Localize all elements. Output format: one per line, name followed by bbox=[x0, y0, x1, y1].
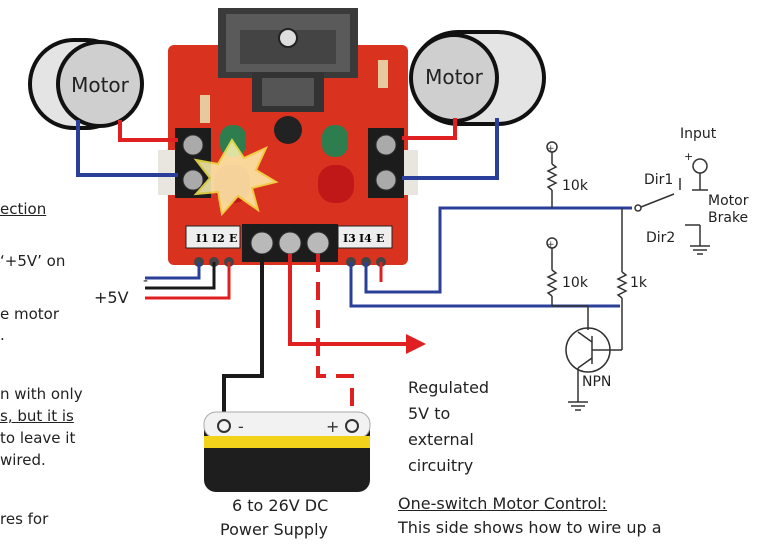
heatsink bbox=[218, 8, 358, 112]
motor-brake-label-2: Brake bbox=[708, 210, 749, 226]
left-notes-line-7: wired. bbox=[0, 451, 46, 469]
green-led-right bbox=[322, 125, 348, 157]
left-notes-line-6: to leave it bbox=[0, 429, 76, 447]
dir1-label: Dir1 bbox=[644, 172, 674, 188]
left-notes-line-1: ‘+5V’ on bbox=[0, 252, 66, 270]
left-motor-terminal bbox=[175, 128, 211, 198]
header-i1: I1 bbox=[196, 232, 209, 245]
regulated-line-2: 5V to bbox=[408, 404, 451, 423]
resistor-10k-mid-label: 10k bbox=[562, 275, 588, 291]
minus-sign-label: - bbox=[143, 273, 149, 289]
dir2-label: Dir2 bbox=[646, 230, 676, 246]
power-wires bbox=[222, 254, 408, 416]
resistor-10k-top-label: 10k bbox=[562, 178, 588, 194]
vcc-symbol-mid: + bbox=[547, 240, 555, 250]
regulated-line-4: circuitry bbox=[408, 456, 474, 475]
left-notes-line-5: s, but it is bbox=[0, 407, 74, 425]
footer-line-1: This side shows how to wire up a bbox=[398, 518, 662, 537]
input-plus-label: + bbox=[684, 150, 694, 163]
power-supply-caption-1: 6 to 26V DC bbox=[232, 496, 329, 515]
left-notes-line-4: n with only bbox=[0, 385, 83, 403]
resistor-1k-label: 1k bbox=[630, 275, 648, 291]
battery: - + bbox=[203, 411, 371, 492]
regulated-line-1: Regulated bbox=[408, 378, 490, 397]
right-motor-terminal bbox=[368, 128, 404, 198]
motor-wires bbox=[76, 118, 499, 180]
left-input-wires bbox=[145, 262, 231, 300]
left-notes-line-2: e motor bbox=[0, 305, 60, 323]
warning-burst-icon bbox=[193, 138, 279, 217]
resistor-left bbox=[200, 95, 210, 123]
header-i2: I2 bbox=[212, 232, 225, 245]
right-motor-label: Motor bbox=[425, 65, 484, 89]
header-e-left: E bbox=[229, 232, 237, 245]
control-circuit bbox=[546, 141, 710, 411]
right-input-wires bbox=[349, 206, 632, 308]
header-e-right: E bbox=[376, 232, 384, 245]
npn-label: NPN bbox=[582, 374, 612, 390]
right-motor: Motor bbox=[409, 30, 546, 126]
battery-plus-label: + bbox=[326, 417, 339, 436]
power-supply-caption-2: Power Supply bbox=[220, 520, 328, 539]
footer-heading: One-switch Motor Control: bbox=[398, 494, 608, 513]
left-notes-line-8: res for bbox=[0, 510, 49, 528]
regulated-output-arrow bbox=[406, 334, 426, 354]
header-i3: I3 bbox=[343, 232, 356, 245]
left-motor: Motor bbox=[28, 38, 144, 130]
vcc-symbol-top: + bbox=[547, 144, 555, 154]
left-motor-label: Motor bbox=[71, 73, 130, 97]
motor-brake-label-1: Motor bbox=[708, 193, 749, 209]
regulated-line-3: external bbox=[408, 430, 474, 449]
header-i4: I4 bbox=[359, 232, 372, 245]
red-led-right bbox=[318, 165, 354, 203]
left-notes-heading: ection bbox=[0, 200, 47, 218]
plus-5v-label: +5V bbox=[94, 288, 129, 307]
battery-minus-label: - bbox=[238, 417, 244, 436]
capacitor bbox=[274, 116, 302, 144]
resistor-right bbox=[378, 60, 388, 88]
left-notes-line-3: . bbox=[0, 326, 5, 344]
input-label: Input bbox=[680, 126, 717, 142]
motor-driver-board: I1 I2 E I3 I4 E bbox=[158, 8, 418, 267]
